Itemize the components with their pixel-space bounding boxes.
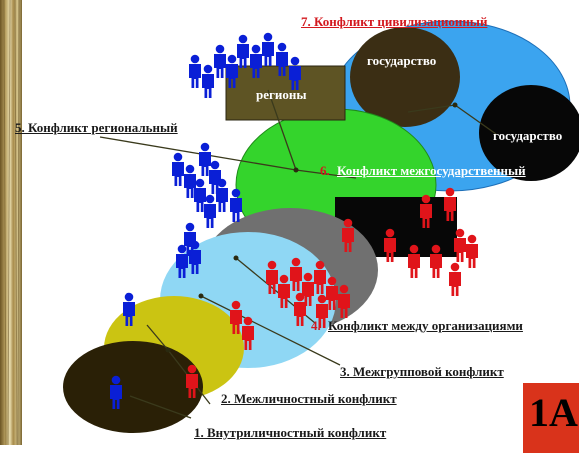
person-blue-icon	[216, 178, 228, 212]
label-civilizational-conflict: 7. Конфликт цивилизационный	[301, 14, 488, 29]
ellipse-intrapersonal	[63, 341, 203, 433]
person-red-icon	[384, 228, 396, 262]
person-blue-icon	[262, 32, 274, 66]
label-intrapersonal-conflict: 1. Внутриличностный конфликт	[194, 425, 387, 440]
person-red-icon	[449, 262, 461, 296]
label-organizations-num: 4.	[311, 318, 321, 333]
person-red-icon	[408, 244, 420, 278]
person-red-icon	[454, 228, 466, 262]
person-blue-icon	[204, 194, 216, 228]
label-organizations-conflict: Конфликт между организациями	[328, 318, 523, 333]
slide-badge: 1A	[523, 383, 579, 453]
label-interpersonal-conflict: 2. Межличностный конфликт	[221, 391, 397, 406]
person-blue-icon	[237, 34, 249, 68]
label-state-2: государство	[493, 128, 563, 143]
person-blue-icon	[189, 54, 201, 88]
wood-column	[0, 0, 22, 445]
label-interstate-conflict: Конфликт межгосударственный	[337, 163, 526, 178]
person-red-icon	[430, 244, 442, 278]
label-interstate-num: 6.	[320, 163, 330, 178]
person-blue-icon	[230, 188, 242, 222]
person-red-icon	[466, 234, 478, 268]
leader-dots	[165, 102, 458, 353]
person-blue-icon	[202, 64, 214, 98]
wood-grain	[3, 0, 20, 445]
ellipse-state-2	[479, 85, 579, 181]
label-state-1: государство	[367, 53, 437, 68]
label-regional-conflict: 5. Конфликт региональный	[15, 120, 178, 135]
person-blue-icon	[214, 44, 226, 78]
ellipse-state-1	[350, 27, 460, 127]
person-blue-icon	[172, 152, 184, 186]
label-regions: регионы	[256, 87, 307, 102]
regions-box	[225, 65, 346, 121]
label-intergroup-conflict: 3. Межгрупповой конфликт	[340, 364, 504, 379]
